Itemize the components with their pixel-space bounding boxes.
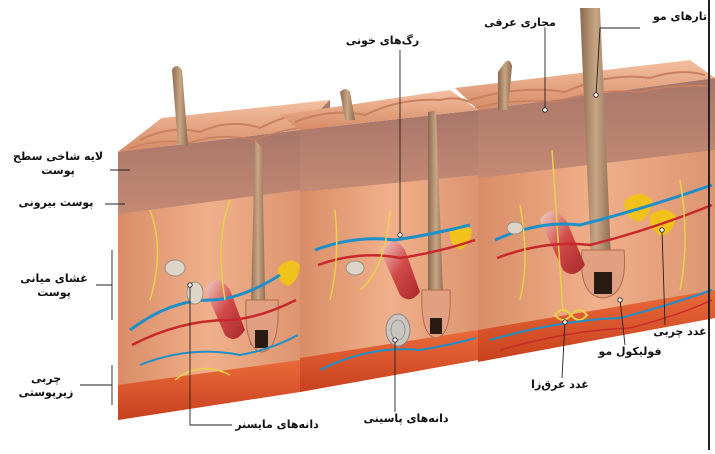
skin-block-right: [455, 8, 715, 362]
label-blood-vessels: رگ‌های خونی: [340, 34, 425, 48]
label-dermis: غشای میانی پوست: [14, 272, 94, 300]
label-sebaceous-gland: غدد چربی: [650, 325, 710, 339]
label-sweat-ducts: مجاری عرقی: [480, 16, 560, 30]
label-hair-follicle: فولیکول مو: [590, 345, 670, 359]
skin-block-middle: [280, 89, 478, 392]
leader-dermis: [96, 250, 112, 320]
label-subcutaneous-fat: چربی زیرپوستی: [14, 372, 78, 400]
label-hair-shafts: تارهای مو: [645, 10, 715, 24]
label-pacinian: دانه‌های پاسینی: [360, 412, 452, 426]
label-stratum-corneum: لایه شاخی سطح پوست: [4, 150, 112, 178]
label-epidermis: پوست بیرونی: [8, 196, 104, 210]
label-sweat-gland: غدد عرق‌زا: [520, 378, 600, 392]
label-meissner: دانه‌های مایسنر: [232, 418, 322, 432]
leader-fat: [80, 365, 112, 405]
frame-border: [708, 0, 710, 450]
